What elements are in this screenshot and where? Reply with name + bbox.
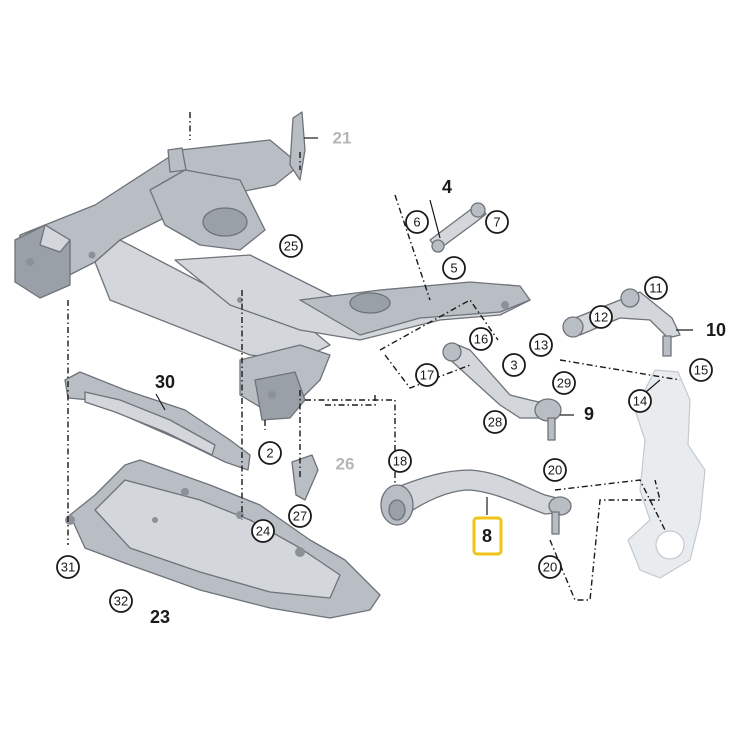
label-10[interactable]: 10 — [706, 320, 726, 340]
callout-13[interactable]: 13 — [529, 333, 553, 357]
label-30[interactable]: 30 — [155, 372, 175, 392]
label-9[interactable]: 9 — [584, 404, 594, 424]
strut-bracket-21 — [289, 111, 306, 181]
callout-29-text: 29 — [557, 376, 571, 391]
callout-20-lower[interactable]: 20 — [538, 555, 562, 579]
callout-11[interactable]: 11 — [644, 276, 668, 300]
leader-lines — [155, 137, 693, 515]
callout-16-text: 16 — [474, 332, 488, 347]
callout-27[interactable]: 27 — [288, 504, 312, 528]
callout-12-text: 12 — [594, 310, 608, 325]
callout-24[interactable]: 24 — [251, 519, 275, 543]
callout-20-upper[interactable]: 20 — [543, 458, 567, 482]
callout-13-text: 13 — [534, 338, 548, 353]
callout-5-text: 5 — [450, 261, 457, 276]
callout-5[interactable]: 5 — [442, 256, 466, 280]
callout-20-upper-text: 20 — [548, 463, 562, 478]
label-4[interactable]: 4 — [442, 177, 452, 197]
callout-20-lower-text: 20 — [543, 560, 557, 575]
callout-2[interactable]: 2 — [258, 441, 282, 465]
callout-6-text: 6 — [413, 215, 420, 230]
label-8[interactable]: 8 — [482, 526, 492, 546]
label-21[interactable]: 21 — [333, 129, 352, 148]
callout-11-text: 11 — [649, 281, 663, 296]
callout-7-text: 7 — [493, 215, 500, 230]
highlight-box-8 — [472, 516, 503, 556]
callout-16[interactable]: 16 — [469, 327, 493, 351]
subframe — [14, 139, 531, 421]
callout-6[interactable]: 6 — [405, 210, 429, 234]
tension-strut-9 — [442, 342, 562, 441]
callout-12[interactable]: 12 — [589, 305, 613, 329]
steering-knuckle-14 — [627, 369, 706, 579]
callout-17[interactable]: 17 — [415, 363, 439, 387]
callout-32-text: 32 — [114, 594, 128, 609]
callout-15[interactable]: 15 — [689, 358, 713, 382]
bracket-30 — [64, 371, 251, 471]
callout-14[interactable]: 14 — [628, 389, 652, 413]
control-arm-10 — [562, 288, 681, 357]
relation-lines — [67, 112, 681, 601]
link-arm-4 — [429, 202, 487, 253]
label-23[interactable]: 23 — [150, 607, 170, 627]
callout-3[interactable]: 3 — [502, 353, 526, 377]
callout-18[interactable]: 18 — [388, 449, 412, 473]
callout-18-text: 18 — [393, 454, 407, 469]
callout-2-text: 2 — [266, 446, 273, 461]
callout-28-text: 28 — [488, 415, 502, 430]
callout-29[interactable]: 29 — [552, 371, 576, 395]
callout-27-text: 27 — [293, 509, 307, 524]
callout-15-text: 15 — [694, 363, 708, 378]
callout-25[interactable]: 25 — [279, 234, 303, 258]
wishbone-arm-8 — [380, 469, 572, 535]
callout-24-text: 24 — [256, 524, 270, 539]
callout-14-text: 14 — [633, 394, 647, 409]
callout-28[interactable]: 28 — [483, 410, 507, 434]
callout-32[interactable]: 32 — [109, 589, 133, 613]
label-26[interactable]: 26 — [336, 455, 355, 474]
callout-3-text: 3 — [510, 358, 517, 373]
callout-25-text: 25 — [284, 239, 298, 254]
callout-31-text: 31 — [61, 560, 75, 575]
underbody-panel-23 — [65, 459, 381, 619]
callout-31[interactable]: 31 — [56, 555, 80, 579]
callout-7[interactable]: 7 — [485, 210, 509, 234]
callout-17-text: 17 — [420, 368, 434, 383]
bracket-26 — [291, 454, 319, 501]
